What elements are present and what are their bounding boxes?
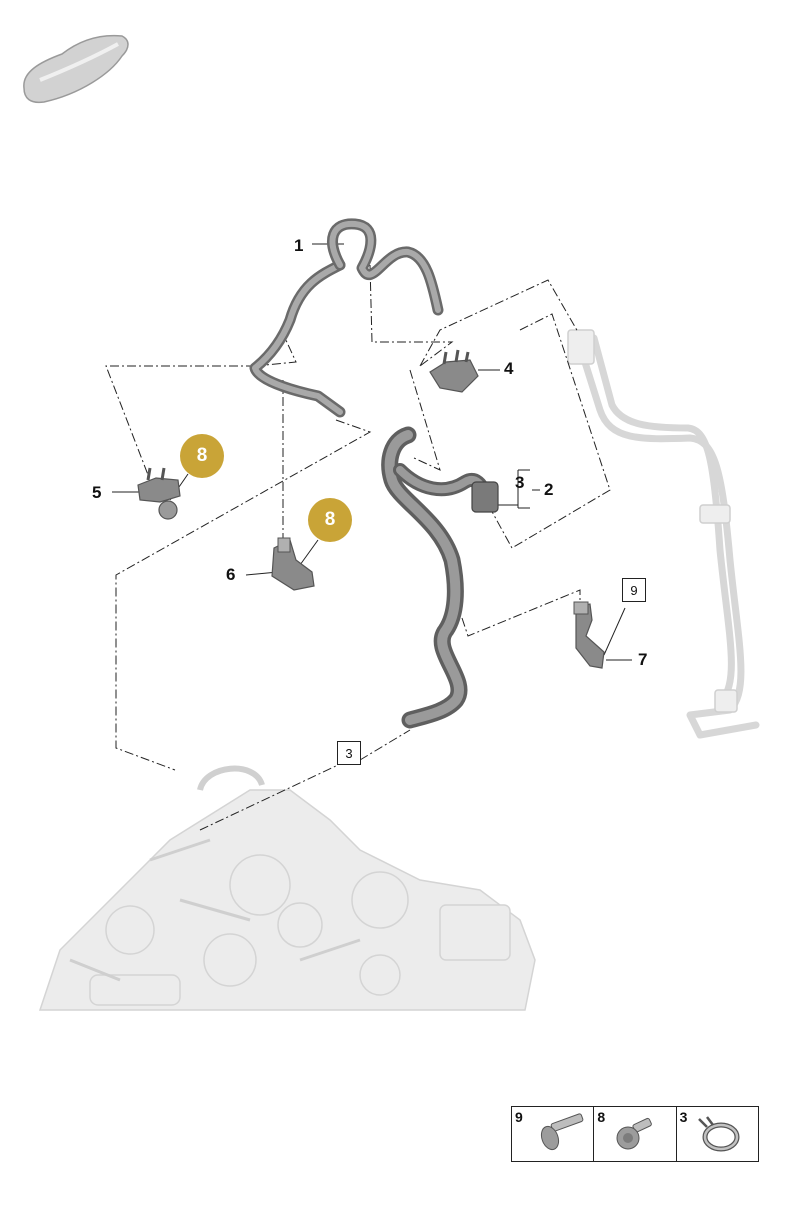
bolt-icon bbox=[540, 1113, 584, 1151]
engine-ghost bbox=[38, 765, 536, 1011]
nut-icon bbox=[616, 1117, 653, 1150]
callout-6: 6 bbox=[226, 565, 236, 584]
callout-2: 2 bbox=[544, 480, 554, 499]
boxed-ref-9: 9 bbox=[622, 578, 646, 602]
car-thumbnail-icon bbox=[23, 34, 129, 104]
callout-4: 4 bbox=[504, 359, 514, 378]
callout-3: 3 bbox=[515, 473, 525, 492]
part-7-bracket bbox=[573, 601, 605, 669]
part-6-bracket bbox=[271, 537, 315, 591]
part-1-coolant-hose bbox=[249, 218, 444, 418]
legend-num-3: 3 bbox=[679, 1109, 688, 1125]
coolant-pipe-ghost bbox=[567, 329, 760, 739]
boxed-ref-3: 3 bbox=[337, 741, 361, 765]
callout-5: 5 bbox=[92, 483, 102, 502]
callout-1: 1 bbox=[294, 236, 304, 255]
part-2-coolant-hose bbox=[381, 426, 499, 729]
callout-7: 7 bbox=[638, 650, 648, 669]
legend-cell-9[interactable]: 9 bbox=[512, 1107, 595, 1161]
assembly-lines bbox=[105, 264, 611, 831]
legend-cell-8[interactable]: 8 bbox=[594, 1107, 677, 1161]
part-4-holder bbox=[429, 349, 479, 393]
badge-8-upper[interactable]: 8 bbox=[180, 434, 224, 478]
legend-cell-3[interactable]: 3 bbox=[677, 1107, 758, 1161]
legend-num-9: 9 bbox=[515, 1109, 523, 1125]
part-5-holder bbox=[137, 467, 181, 520]
legend-num-8: 8 bbox=[597, 1109, 606, 1125]
hose-clamp-icon bbox=[697, 1116, 740, 1152]
badge-8-lower[interactable]: 8 bbox=[308, 498, 352, 542]
fastener-legend: 9 8 3 bbox=[511, 1106, 759, 1162]
